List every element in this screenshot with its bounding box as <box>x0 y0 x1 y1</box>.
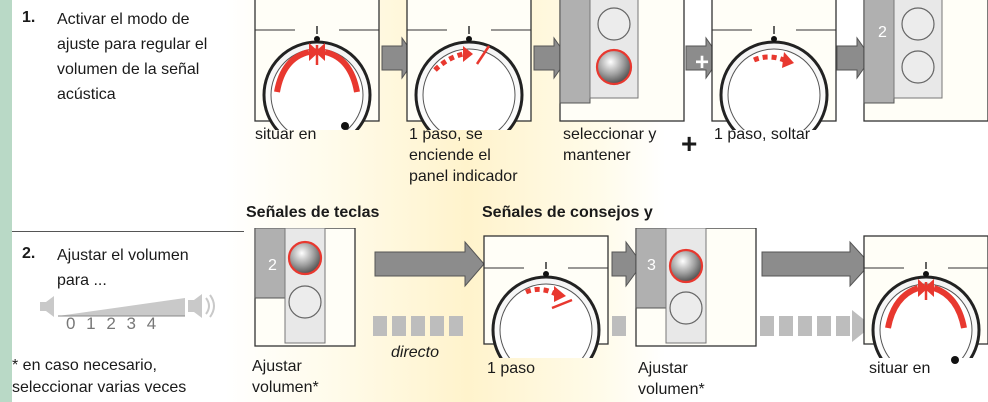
svg-text:+: + <box>695 49 709 76</box>
knob-panel-1 <box>254 0 380 130</box>
caption-1-paso-soltar: 1 paso, soltar <box>714 126 811 143</box>
caption-ajustar-volumen-1-line-1: Ajustar <box>252 358 302 375</box>
step-2-line-2: para ... <box>57 272 107 289</box>
caption-ajustar-volumen-2-line-2: volumen* <box>638 381 705 398</box>
position-dot-icon <box>341 122 349 130</box>
caption-1-paso: 1 paso <box>487 360 536 377</box>
caption-1-paso-line-3: panel indicador <box>409 168 518 185</box>
caption-ajustar-volumen-1-line-2: volumen* <box>252 379 319 396</box>
process-arrow <box>611 240 643 288</box>
caption-ajustar-volumen-2-line-1: Ajustar <box>638 360 688 377</box>
dashed-segment <box>612 316 626 336</box>
note-line-1: * en caso necesario, <box>12 357 157 374</box>
heading-senales-consejos: Señales de consejos y <box>482 204 653 221</box>
volume-scale-labels: 0 1 2 3 4 <box>66 314 160 333</box>
caption-directo: directo <box>391 344 440 361</box>
step-2-line-1: Ajustar el volumen <box>57 247 189 264</box>
step-1-line-2: ajuste para regular el <box>57 36 208 53</box>
knob-panel-4 <box>711 0 837 130</box>
button-digit: 2 <box>268 257 277 274</box>
button-panel-c <box>635 228 757 347</box>
row-2-illustration <box>254 228 988 358</box>
button-panel-3 <box>559 0 685 122</box>
divider <box>12 231 244 232</box>
step-1-number: 1. <box>22 9 36 26</box>
row-1-illustration: + <box>254 0 988 130</box>
dashed-arrow-right <box>760 310 872 342</box>
position-dot-icon <box>951 356 959 364</box>
speaker-high-icon <box>188 294 215 318</box>
dashed-arrow-directo <box>373 316 463 336</box>
button-digit: 2 <box>878 24 887 41</box>
caption-1-paso-line-1: 1 paso, se <box>409 126 483 143</box>
sidebar-band <box>0 0 12 402</box>
step-2-number: 2. <box>22 245 36 262</box>
volume-wedge <box>58 298 185 316</box>
caption-situar-en: situar en <box>255 126 317 143</box>
caption-1-paso-line-2: enciende el <box>409 147 491 164</box>
button-panel-5 <box>863 0 988 122</box>
caption-situar-en-final: situar en <box>869 360 931 377</box>
process-arrow <box>761 240 871 288</box>
knob-panel-b <box>483 235 609 358</box>
plus-icon: + <box>681 128 698 159</box>
caption-seleccionar-line-2: mantener <box>563 147 631 164</box>
heading-senales-teclas: Señales de teclas <box>246 204 380 221</box>
button-panel-a <box>254 228 356 347</box>
knob-panel-d <box>863 235 988 358</box>
caption-seleccionar-line-1: seleccionar y <box>563 126 657 143</box>
step-1-line-4: acústica <box>57 86 116 103</box>
speaker-low-icon <box>40 296 54 317</box>
button-digit: 3 <box>647 257 656 274</box>
volume-scale <box>40 294 215 318</box>
step-1-line-1: Activar el modo de <box>57 11 190 28</box>
knob-panel-2 <box>406 0 532 130</box>
process-arrow <box>374 240 485 288</box>
step-1-line-3: volumen de la señal <box>57 61 200 78</box>
note-line-2: seleccionar varias veces <box>12 379 187 396</box>
